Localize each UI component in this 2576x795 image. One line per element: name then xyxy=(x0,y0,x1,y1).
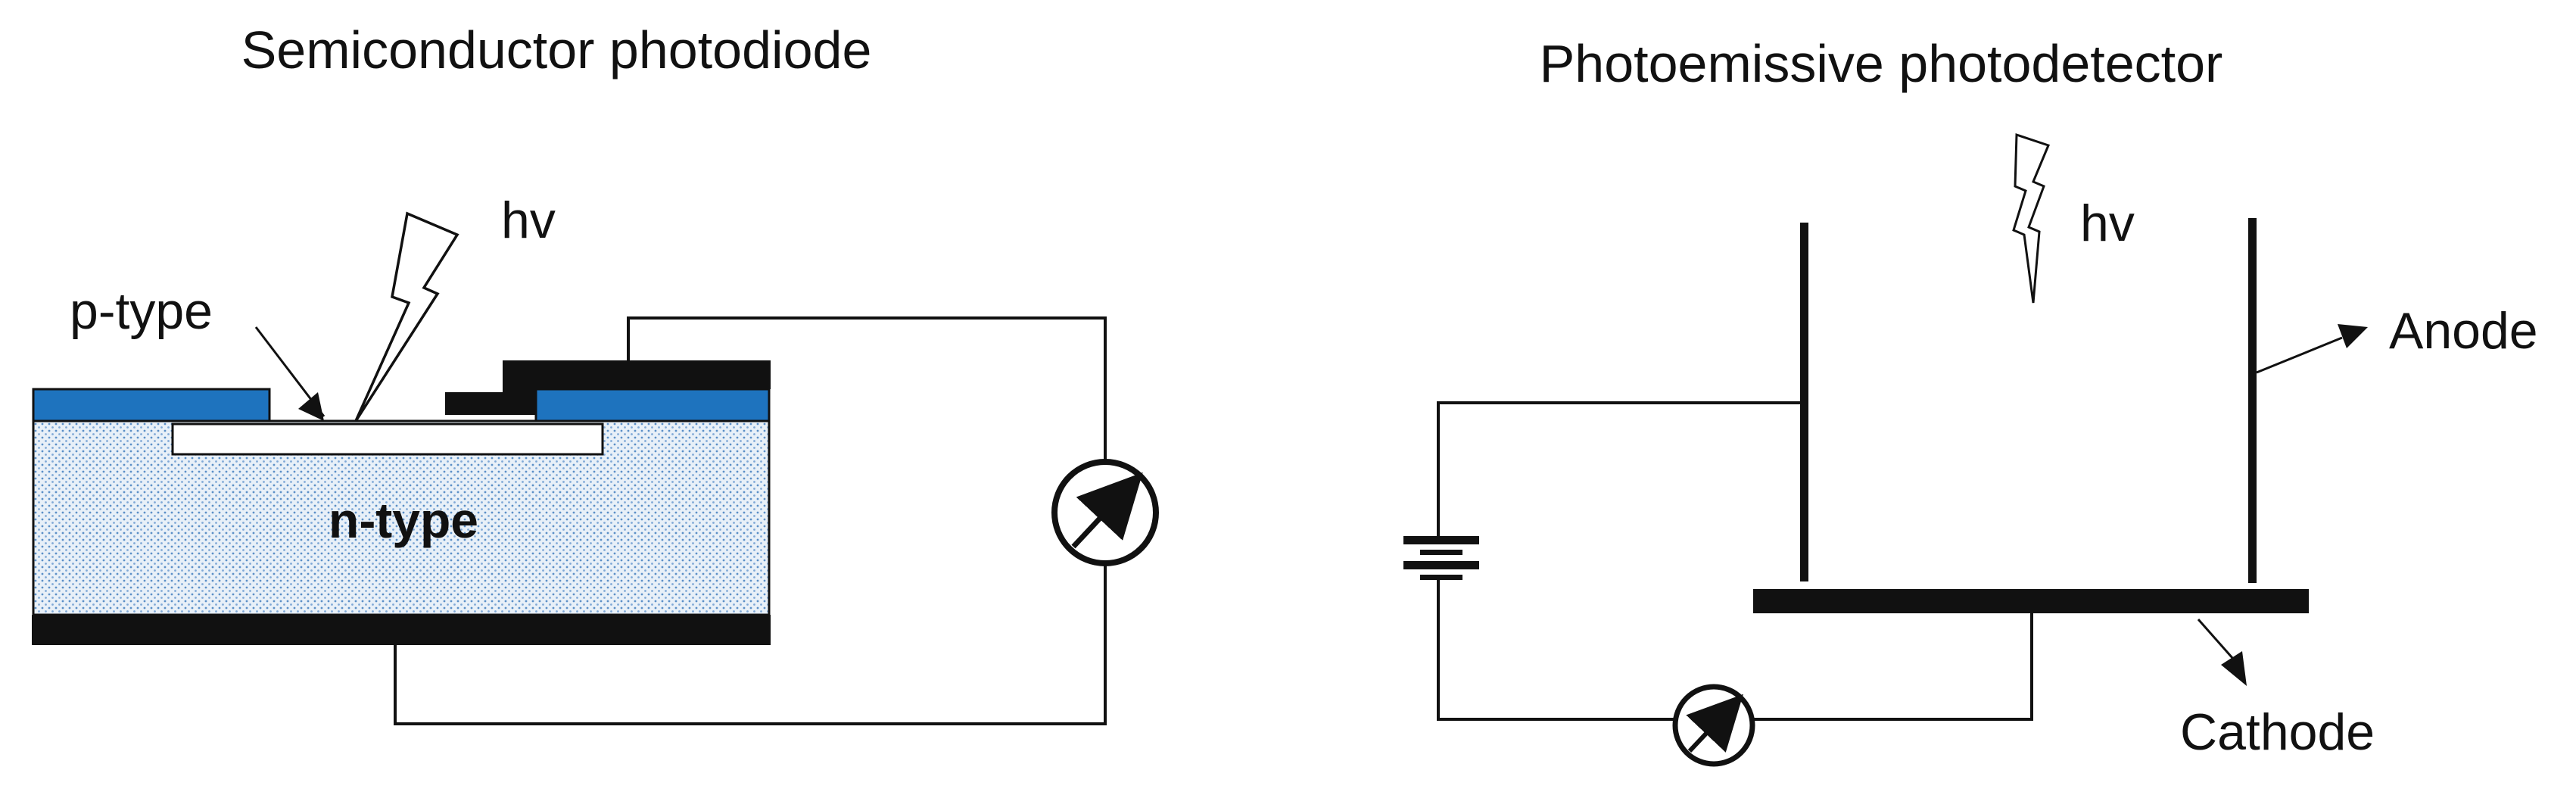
blue-layer-left xyxy=(32,388,271,422)
wire-bottom xyxy=(394,563,1107,725)
lightning-bolt-icon xyxy=(354,211,459,422)
cathode-plate xyxy=(1753,589,2309,613)
lightning-bolt-icon-right xyxy=(2012,132,2051,304)
top-metal-contact xyxy=(445,360,771,415)
photoemissive-title: Photoemissive photodetector xyxy=(1540,34,2223,93)
p-type-region xyxy=(171,422,604,456)
n-type-label: n-type xyxy=(329,492,478,548)
p-type-label: p-type xyxy=(70,282,213,340)
wire-to-battery xyxy=(1437,401,1800,538)
bottom-contact xyxy=(32,615,771,645)
p-type-arrowhead xyxy=(298,392,324,421)
anode-plate xyxy=(2248,218,2257,583)
cathode-arrowhead xyxy=(2221,651,2247,686)
left-plate xyxy=(1800,223,1808,581)
wire-top xyxy=(627,316,1107,462)
wire-battery-to-meter xyxy=(1437,577,1676,721)
semiconductor-photodiode: Semiconductor photodiode hv p-type n-typ… xyxy=(32,20,1159,725)
cathode-label: Cathode xyxy=(2180,703,2375,761)
ammeter-meter-icon xyxy=(1051,459,1159,566)
battery-icon xyxy=(1403,536,1479,580)
photon-label-right: hv xyxy=(2080,195,2135,252)
ammeter-meter-icon-right xyxy=(1672,684,1755,767)
cathode-pointer xyxy=(2197,619,2235,659)
wire-meter-to-cathode xyxy=(1752,613,2033,721)
photoemissive-photodetector: Photoemissive photodetector hv Anode xyxy=(1403,34,2538,767)
anode-pointer xyxy=(2256,336,2343,374)
anode-label: Anode xyxy=(2389,302,2538,360)
photodiode-title: Semiconductor photodiode xyxy=(241,20,872,80)
blue-layer-right xyxy=(534,388,771,422)
anode-arrowhead xyxy=(2338,324,2368,348)
photon-label-left: hv xyxy=(501,192,556,249)
